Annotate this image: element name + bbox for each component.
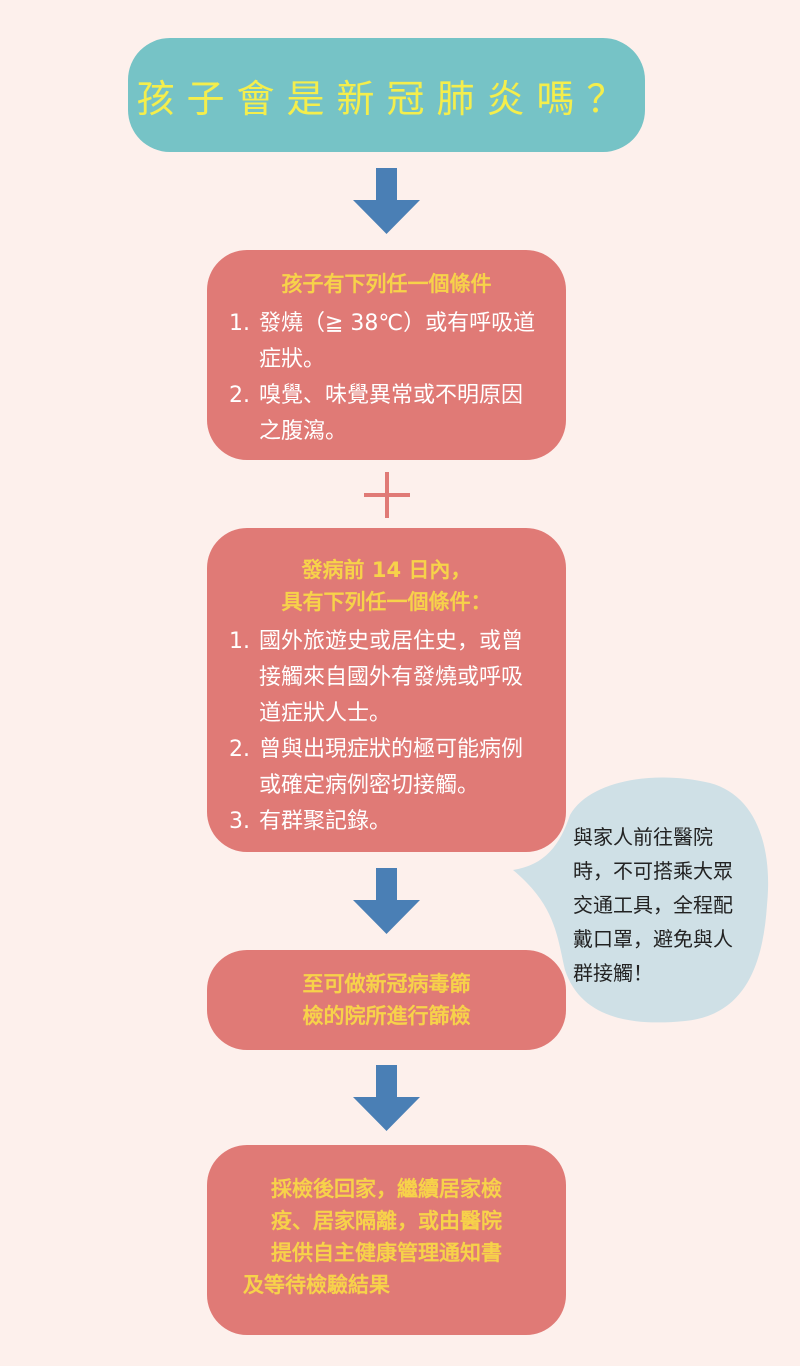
title-text: 孩子會是新冠肺炎嗎？ xyxy=(136,76,637,121)
list-item: 1.國外旅遊史或居住史，或曾接觸來自國外有發燒或呼吸道症狀人士。 xyxy=(229,629,524,726)
title-box: 孩子會是新冠肺炎嗎？ xyxy=(128,38,645,152)
step-4-line-4: 及等待檢驗結果 xyxy=(243,1273,390,1297)
list-item: 2.曾與出現症狀的極可能病例或確定病例密切接觸。 xyxy=(229,737,524,798)
step-4-line-1: 採檢後回家，繼續居家檢 xyxy=(271,1177,502,1201)
list-item: 2.嗅覺、味覺異常或不明原因之腹瀉。 xyxy=(229,383,524,444)
step-4-box: 採檢後回家，繼續居家檢 疫、居家隔離，或由醫院 提供自主健康管理通知書 及等待檢… xyxy=(207,1145,566,1335)
step-3-line-1: 至可做新冠病毒篩 xyxy=(302,972,471,996)
list-item: 3.有群聚記錄。 xyxy=(229,809,392,834)
plus-icon xyxy=(364,472,410,518)
bubble-text: 與家人前往醫院時，不可搭乘大眾交通工具，全程配戴口罩，避免與人群接觸！ xyxy=(573,825,733,985)
step-4-line-3: 提供自主健康管理通知書 xyxy=(271,1241,502,1265)
list-item: 1.發燒（≧ 38℃）或有呼吸道症狀。 xyxy=(229,311,536,372)
step-2-heading-line-1: 發病前 14 日內， xyxy=(301,558,472,582)
step-1-heading: 孩子有下列任一個條件 xyxy=(281,272,492,296)
step-2-heading-line-2: 具有下列任一個條件： xyxy=(281,590,492,614)
step-2-box: 發病前 14 日內， 具有下列任一個條件： 1.國外旅遊史或居住史，或曾接觸來自… xyxy=(207,528,566,852)
arrow-down-icon xyxy=(353,868,420,934)
arrow-down-icon xyxy=(353,168,420,234)
step-1-box: 孩子有下列任一個條件 1.發燒（≧ 38℃）或有呼吸道症狀。 2.嗅覺、味覺異常… xyxy=(207,250,566,460)
step-3-box: 至可做新冠病毒篩 檢的院所進行篩檢 xyxy=(207,950,566,1050)
arrow-down-icon xyxy=(353,1065,420,1131)
step-4-line-2: 疫、居家隔離，或由醫院 xyxy=(271,1209,502,1233)
step-3-line-2: 檢的院所進行篩檢 xyxy=(302,1004,471,1028)
speech-bubble xyxy=(513,777,769,1023)
